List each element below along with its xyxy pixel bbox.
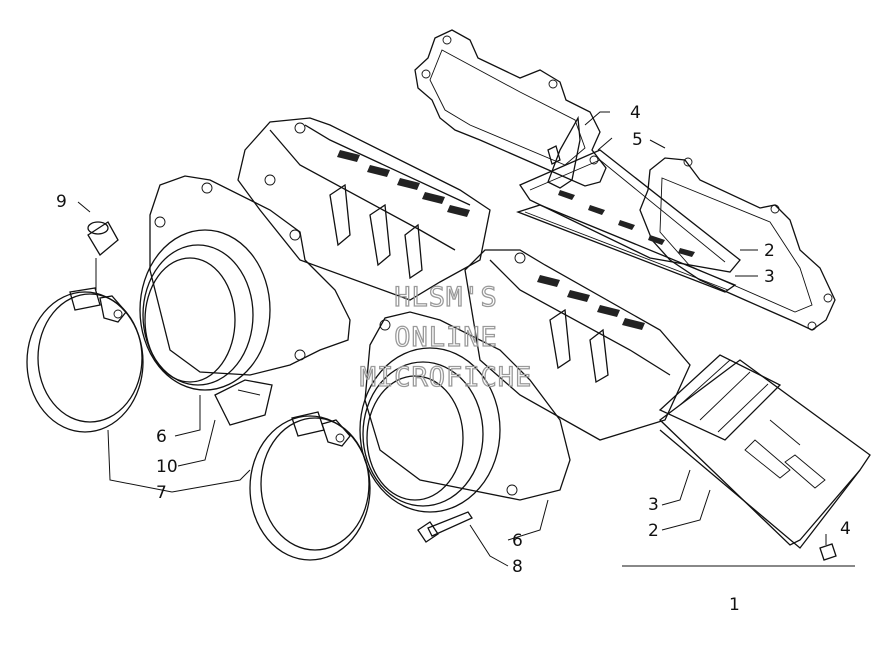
reed-cage-right [464,249,691,441]
callout-6-left: 6 [156,427,167,447]
gasket-right [639,157,836,331]
callout-2-bottom: 2 [648,521,659,541]
callout-8: 8 [512,557,523,577]
intake-boot-left [139,175,351,391]
callout-2-top: 2 [764,241,775,261]
watermark: HLSM'S ONLINE MICROFICHE [359,281,533,393]
callout-4-top: 4 [630,103,641,123]
callout-7: 7 [156,483,167,503]
hose-clamp-left [26,287,144,433]
screw-top [547,115,581,189]
callout-6-right: 6 [512,531,523,551]
bracket-10 [214,379,273,426]
spacer-9 [87,221,119,256]
screw-lower [819,543,837,561]
leader-lines [77,111,855,567]
reed-petals-lower [658,354,782,441]
watermark-line-3: MICROFICHE [360,362,533,393]
callout-1: 1 [729,595,740,615]
watermark-line-1: HLSM'S [394,282,498,313]
callout-3-bottom: 3 [648,495,659,515]
gasket-upper [414,29,607,187]
callout-10: 10 [156,457,178,477]
intake-boot-right [359,311,571,513]
watermark-line-2: ONLINE [394,322,498,353]
callout-4-bottom: 4 [840,519,851,539]
reed-stopper-top [519,149,741,273]
callout-3-top: 3 [764,267,775,287]
hose-clamp-right [249,411,371,561]
reed-plate-lower [658,359,871,549]
reed-petal-top [516,204,737,293]
callout-9: 9 [56,192,67,212]
callout-5: 5 [632,130,643,150]
bolt-8 [417,511,473,543]
reed-cage-left [237,117,491,301]
